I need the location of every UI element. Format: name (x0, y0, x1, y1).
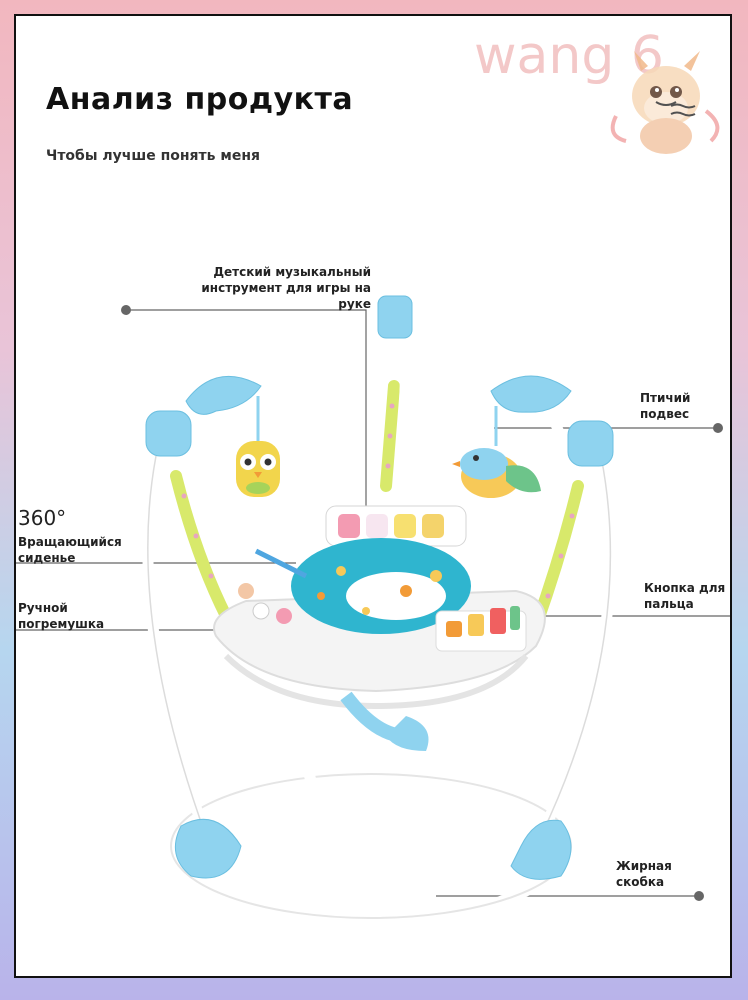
callout-dot-frame (694, 891, 704, 901)
product-card: wang 6 (14, 14, 732, 978)
owl-toy-icon (236, 396, 280, 497)
callout-seat-line2: сиденье (18, 551, 76, 565)
product-illustration (16, 51, 730, 923)
callout-seat-line1: Вращающийся (18, 535, 122, 549)
callout-frame: Жирная скобка (616, 858, 672, 890)
callout-button-line2: пальца (644, 597, 694, 611)
watermark-text: wang 6 (474, 26, 664, 86)
callout-music-line2: инструмент для игры на руке (201, 281, 371, 311)
callout-bird-line2: подвес (640, 407, 690, 421)
callout-rattle: Ручной погремушка (18, 600, 104, 632)
callout-dot-bird (713, 423, 723, 433)
page-subtitle: Чтобы лучше понять меня (46, 148, 260, 164)
callout-seat-degree: 360° (18, 506, 67, 530)
dolphin-icon (185, 375, 572, 415)
callout-bird-line1: Птичий (640, 391, 691, 405)
callout-music-line1: Детский музыкальный (213, 265, 371, 279)
callout-bird: Птичий подвес (640, 390, 690, 422)
callout-rattle-line1: Ручной (18, 601, 68, 615)
callout-seat: Вращающийся сиденье (18, 534, 122, 566)
callout-button: Кнопка для пальца (644, 580, 725, 612)
callout-rattle-line2: погремушка (18, 617, 105, 631)
callout-button-line1: Кнопка для (644, 581, 726, 595)
dragon-mascot-icon (610, 51, 720, 154)
callout-dot-music (121, 305, 131, 315)
bird-toy-icon (452, 406, 541, 498)
callout-frame-line2: скобка (616, 875, 665, 889)
callout-frame-line1: Жирная (616, 859, 672, 873)
callout-music: Детский музыкальный инструмент для игры … (166, 264, 371, 312)
page-title: Анализ продукта (46, 82, 354, 117)
